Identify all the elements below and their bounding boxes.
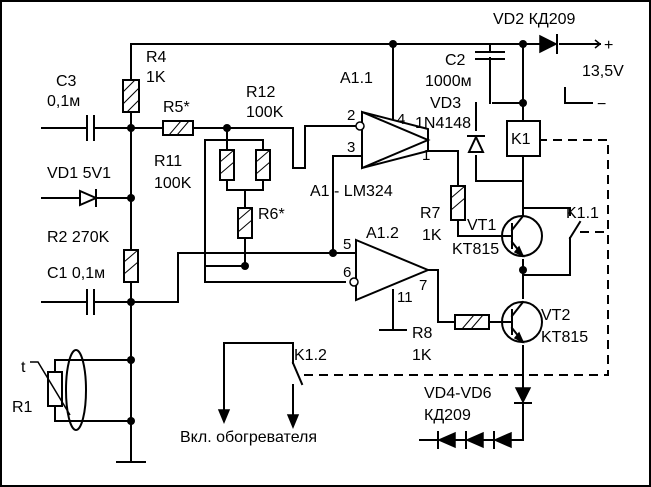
resistor-r7 [450,185,466,221]
resistor-r6 [237,207,253,239]
label-r12-value: 100K [246,104,284,121]
label-vd1: VD1 5V1 [47,165,111,182]
resistor-r12 [255,149,271,181]
label-thermistor-t: t [21,359,26,376]
relay-mechanical-link [300,139,609,376]
label-minus-terminal: − [597,96,606,113]
diode-vd2 [539,34,602,54]
thermistor-r1 [30,349,87,431]
label-k1: K1 [511,131,531,148]
label-r8-value: 1K [412,347,432,364]
label-r4-value: 1K [146,69,166,86]
pin-label-6: 6 [343,264,351,281]
pin-label-5: 5 [343,236,351,253]
relay-k1 [506,120,541,157]
pin-label-4: 4 [397,111,405,128]
label-r6: R6* [258,206,285,223]
label-plus-terminal: + [604,37,613,54]
pin-label-7: 7 [419,277,427,294]
diode-vd1 [79,189,99,207]
resistor-r8 [454,314,490,330]
heater-terminals [217,409,300,429]
label-vt2-value: KT815 [541,329,588,346]
opamp-a12 [349,238,431,302]
label-vd2: VD2 КД209 [493,11,576,28]
label-k12: K1.2 [294,347,327,364]
label-a1-lm324: A1 - LM324 [310,183,393,200]
label-r11-value: 100K [154,175,192,192]
transistor-vt1 [501,214,543,258]
label-vt2: VT2 [541,307,570,324]
pin-label-2: 2 [347,107,355,124]
diode-vd4-vd6 [437,387,532,449]
transistor-vt2 [501,300,543,344]
label-vd3-value: 1N4148 [415,115,471,132]
label-vd4-vd6: VD4-VD6 [424,385,492,402]
resistor-r4 [122,79,140,113]
label-r1: R1 [12,399,33,416]
label-c2-value: 1000м [425,73,472,90]
opamp-a11 [355,110,431,170]
label-r2: R2 270K [47,229,110,246]
component-labels: C3 0,1м R4 1K R5* R12 100K A1.1 VD2 КД20… [12,11,624,446]
label-r11: R11 [154,153,182,170]
capacitor-c2 [475,43,505,60]
diode-vd3 [467,134,485,153]
pin-label-3: 3 [347,139,355,156]
junction-dots [127,40,527,425]
resistor-r2 [123,249,139,283]
label-c3: C3 [56,73,77,90]
label-r5: R5* [163,99,190,116]
label-r4: R4 [146,49,167,66]
label-vt1: VT1 [467,217,496,234]
label-a11: A1.1 [340,70,373,87]
capacitor-c1 [86,289,95,315]
label-heater-caption: Вкл. обогревателя [180,429,317,446]
label-vt1-value: KT815 [452,241,499,258]
label-vd3: VD3 [430,95,461,112]
label-c2: C2 [445,52,466,69]
label-r7-value: 1K [422,227,442,244]
label-r8: R8 [412,325,433,342]
capacitor-c3 [86,115,95,141]
label-a12: A1.2 [366,225,399,242]
resistor-r11 [219,149,235,181]
label-c3-value: 0,1м [47,93,80,110]
resistor-r5 [162,120,194,136]
pin-label-11: 11 [397,289,413,306]
label-vd4-vd6-value: КД209 [424,407,471,424]
pin-label-1: 1 [422,147,430,164]
pin-labels: 2 3 1 4 5 6 7 11 [343,107,430,306]
label-k11: K1.1 [566,205,599,222]
relay-contact-k12 [291,361,304,386]
label-c1: C1 0,1м [47,265,105,282]
label-r7: R7 [420,205,441,222]
relay-contact-k11 [522,207,582,240]
label-r12: R12 [246,84,275,101]
label-supply-voltage: 13,5V [582,63,624,80]
